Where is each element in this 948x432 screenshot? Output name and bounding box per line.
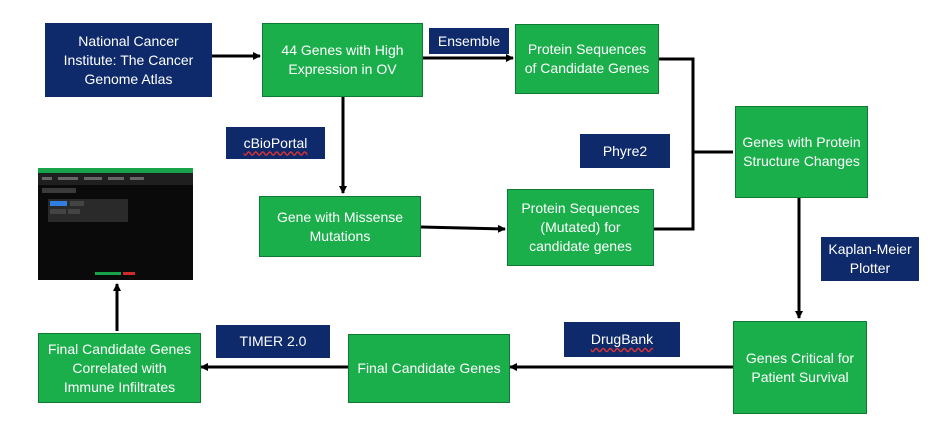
node-nci-tcga: National Cancer Institute: The Cancer Ge… <box>45 23 212 97</box>
node-protein-seq-mutated: Protein Sequences (Mutated) for candidat… <box>507 189 654 266</box>
screenshot-button <box>70 201 84 206</box>
connector-protein-to-structure <box>659 57 733 154</box>
tool-timer: TIMER 2.0 <box>216 325 330 358</box>
node-missense: Gene with Missense Mutations <box>259 196 421 257</box>
connector-mutated-to-structure <box>654 152 695 231</box>
screenshot-navbar <box>38 173 193 185</box>
screenshot-footer-red <box>123 272 135 275</box>
node-survival-critical: Genes Critical for Patient Survival <box>733 321 867 414</box>
screenshot-footer-green <box>95 272 121 275</box>
node-final-candidates: Final Candidate Genes <box>348 334 510 403</box>
screenshot-button <box>50 201 67 206</box>
tool-ensemble: Ensemble <box>429 28 509 54</box>
screenshot-button <box>50 209 66 214</box>
screenshot-titlebar <box>38 168 193 173</box>
tool-cbioportal: cBioPortal <box>226 127 325 159</box>
screenshot-panel <box>48 199 128 222</box>
tool-kaplan-meier: Kaplan-Meier Plotter <box>821 237 919 281</box>
app-screenshot-image <box>38 168 193 280</box>
arrow-missense-to-mutated <box>420 224 506 233</box>
tool-drugbank: DrugBank <box>564 322 680 357</box>
node-protein-seq-candidate: Protein Sequences of Candidate Genes <box>515 24 659 94</box>
node-final-immune: Final Candidate Genes Correlated with Im… <box>38 333 201 403</box>
tool-phyre2: Phyre2 <box>580 134 670 168</box>
screenshot-tag <box>42 188 76 193</box>
screenshot-button <box>68 209 80 214</box>
node-high-expression: 44 Genes with High Expression in OV <box>262 23 423 97</box>
node-structure-changes: Genes with Protein Structure Changes <box>735 106 868 198</box>
